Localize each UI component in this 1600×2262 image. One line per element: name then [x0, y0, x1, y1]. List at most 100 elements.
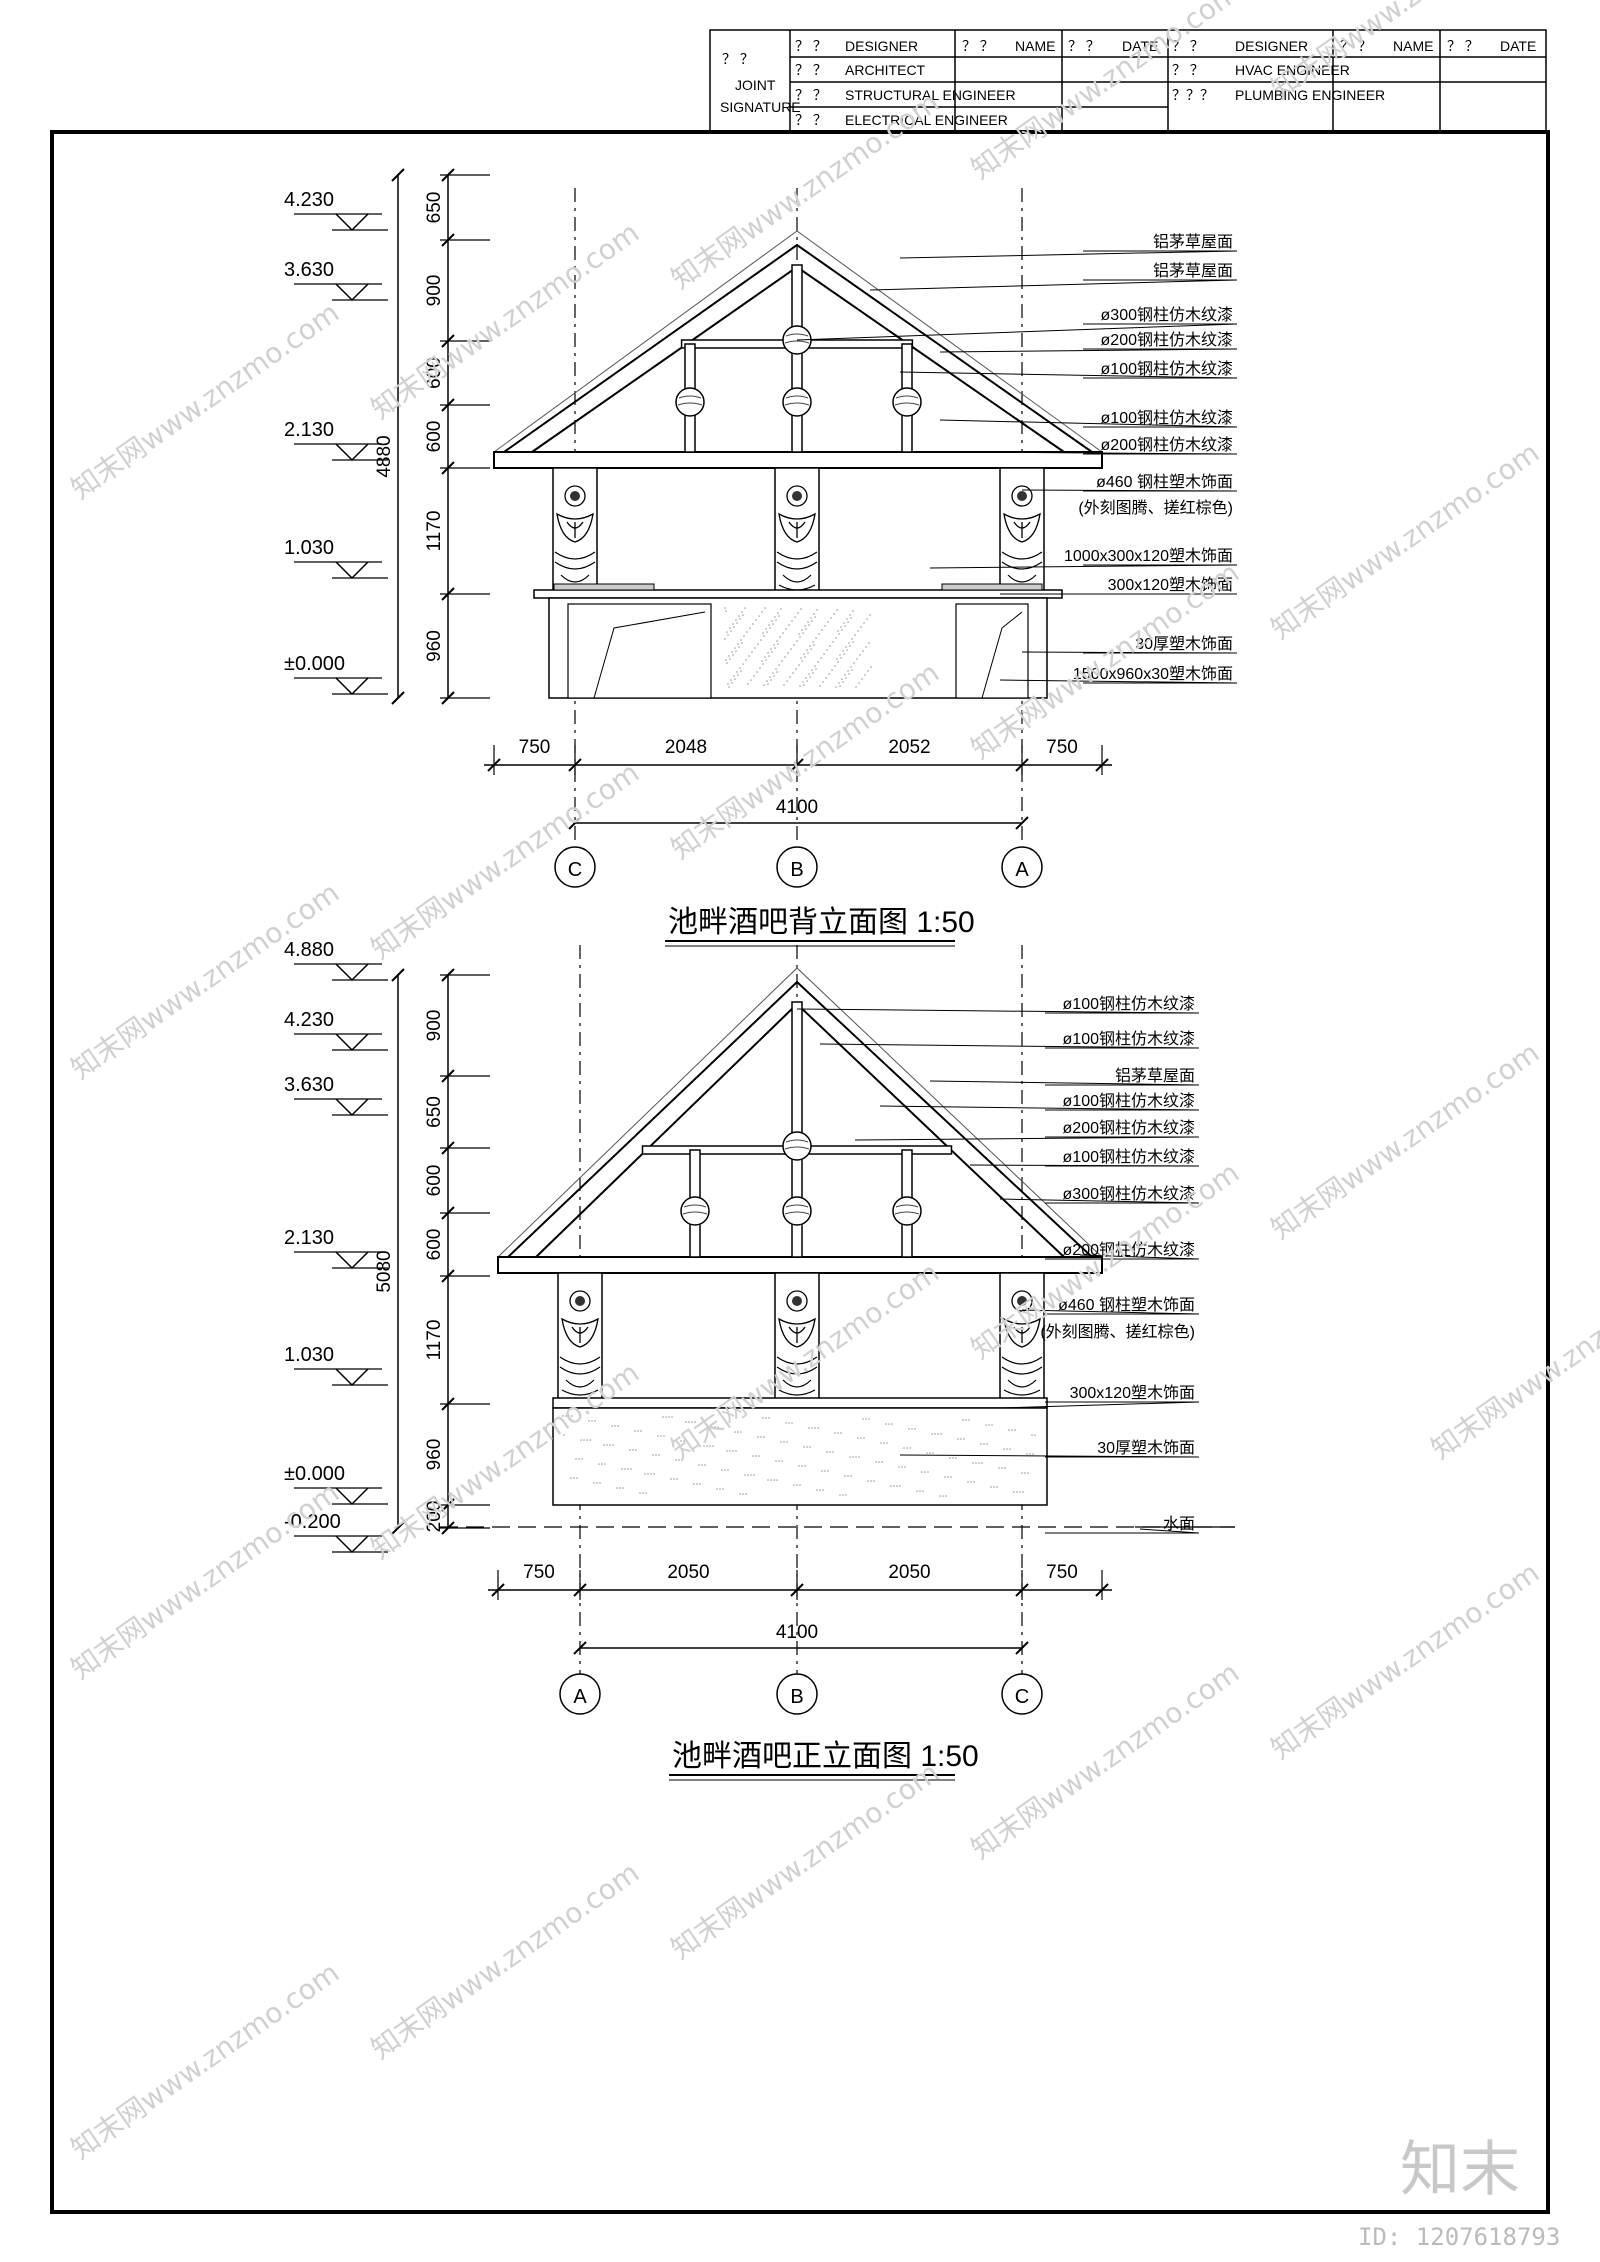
texture-dot: [796, 640, 798, 642]
texture-dot: [991, 1424, 993, 1426]
texture-dot: [859, 654, 861, 656]
texture-dot: [571, 1415, 573, 1417]
totem-base: [778, 1379, 816, 1396]
texture-dot: [929, 1452, 931, 1454]
texture-dot: [729, 658, 731, 660]
texture-dot: [807, 652, 809, 654]
texture-dot: [791, 1422, 793, 1424]
texture-dot: [773, 1479, 775, 1481]
texture-dot: [926, 1452, 928, 1454]
texture-dot: [767, 1479, 769, 1481]
texture-dot: [706, 1445, 708, 1447]
texture-dot: [725, 610, 727, 612]
texture-dot: [790, 648, 792, 650]
texture-dot: [722, 1488, 724, 1490]
texture-dot: [739, 1493, 741, 1495]
texture-dot: [813, 644, 815, 646]
texture-dot: [947, 1476, 949, 1478]
tb-date: DATE: [1500, 38, 1536, 54]
texture-dot: [775, 1460, 777, 1462]
texture-dot: [794, 616, 796, 618]
texture-dot: [980, 1443, 982, 1445]
texture-dot: [1006, 1448, 1008, 1450]
texture-dot: [732, 1450, 734, 1452]
texture-dot: [937, 1433, 939, 1435]
level-marker: [335, 1098, 369, 1117]
totem-detail: [1013, 521, 1031, 538]
texture-dot: [680, 1440, 682, 1442]
texture-dot: [841, 629, 843, 631]
callout-leader: [899, 250, 1238, 259]
texture-dot: [835, 686, 837, 688]
texture-dot: [786, 680, 788, 682]
texture-dot: [829, 645, 831, 647]
texture-dot: [662, 1416, 664, 1418]
vertical-dim: 600: [424, 1229, 445, 1261]
texture-dot: [851, 669, 853, 671]
texture-dot: [880, 1442, 882, 1444]
texture-dot: [831, 669, 833, 671]
texture-dot: [819, 685, 821, 687]
level-marker: [335, 677, 369, 696]
texture-dot: [575, 1458, 577, 1460]
totem-detail: [1013, 1326, 1031, 1343]
texture-dot: [847, 621, 849, 623]
level-label: 1.030: [284, 1344, 334, 1366]
texture-dot: [886, 1442, 888, 1444]
texture-dot: [652, 1454, 654, 1456]
texture-dot: [1011, 1429, 1013, 1431]
texture-dot: [591, 1420, 593, 1422]
front-elevation: 4.8804.2303.6302.1301.030±0.000-0.200900…: [284, 939, 1235, 1715]
texture-dot: [588, 1420, 590, 1422]
texture-dot: [800, 657, 802, 659]
level-label: 4.880: [284, 939, 334, 961]
totem-ring: [564, 485, 586, 507]
ball-joint: [782, 387, 812, 417]
texture-dot: [599, 1482, 601, 1484]
texture-dot: [822, 681, 824, 683]
texture-dot: [870, 666, 872, 668]
texture-dot: [670, 1478, 672, 1480]
texture-dot: [809, 676, 811, 678]
texture-dot: [779, 636, 781, 638]
texture-dot: [701, 1464, 703, 1466]
texture-dot: [851, 638, 853, 640]
texture-dot: [814, 616, 816, 618]
texture-dot: [911, 1428, 913, 1430]
texture-dot: [850, 1475, 852, 1477]
texture-dot: [724, 638, 726, 640]
totem-band: [776, 1356, 818, 1375]
callout-note: ø100钢柱仿木纹漆: [1101, 360, 1233, 378]
texture-dot: [788, 624, 790, 626]
texture-dot: [988, 1424, 990, 1426]
callout-note: ø200钢柱仿木纹漆: [1101, 331, 1233, 349]
texture-dot: [745, 659, 747, 661]
totem-detail: [566, 521, 584, 538]
texture-dot: [795, 668, 797, 670]
texture-dot: [740, 670, 742, 672]
texture-dot: [841, 678, 843, 680]
texture-dot: [576, 1477, 578, 1479]
texture-dot: [865, 646, 867, 648]
texture-dot: [753, 675, 755, 677]
texture-dot: [802, 632, 804, 634]
texture-dot: [673, 1478, 675, 1480]
callout-leader: [1021, 1309, 1200, 1315]
texture-dot: [563, 1434, 565, 1436]
texture-dot: [724, 1469, 726, 1471]
texture-dot: [1034, 1434, 1036, 1436]
total-width-dim: 4100: [776, 797, 818, 818]
texture-dot: [1022, 1491, 1024, 1493]
texture-dot: [798, 1465, 800, 1467]
texture-dot: [770, 679, 772, 681]
texture-dot: [655, 1454, 657, 1456]
roof-rafter: [503, 243, 1093, 453]
watermark-text: 知末网www.znzmo.com: [1425, 1256, 1600, 1466]
level-marker: [335, 561, 369, 580]
texture-dot: [726, 631, 728, 633]
texture-dot: [955, 1457, 957, 1459]
tb-role: ELECTRICAL ENGINEER: [845, 112, 1008, 128]
tb-role: HVAC ENGINEER: [1235, 62, 1350, 78]
texture-dot: [783, 684, 785, 686]
